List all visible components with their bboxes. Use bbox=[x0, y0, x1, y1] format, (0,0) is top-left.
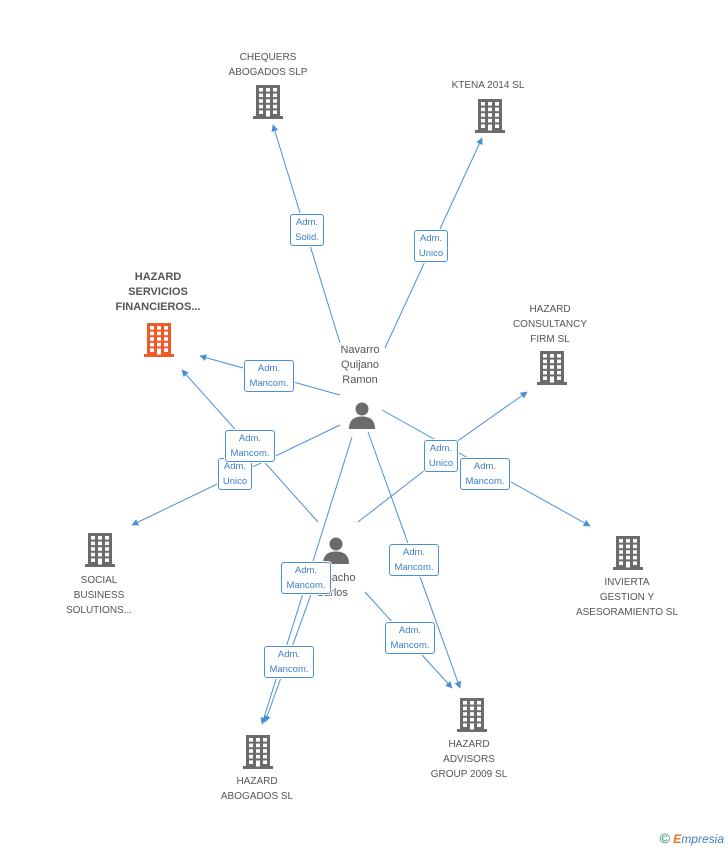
edge-label-navarro-hazard_servicios[interactable]: Adm. Mancom. bbox=[244, 360, 294, 392]
edge-label-camacho-hazard_servicios[interactable]: Adm. Mancom. bbox=[225, 430, 275, 462]
building-icon-hazard_servicios[interactable] bbox=[144, 323, 174, 362]
footer-brand[interactable]: © Empresia bbox=[660, 830, 724, 846]
company-label-chequers[interactable]: CHEQUERS ABOGADOS SLP bbox=[228, 52, 308, 78]
edge-label-navarro-chequers[interactable]: Adm. Solid. bbox=[290, 214, 324, 246]
brand-initial: E bbox=[673, 832, 682, 846]
company-label-ktena[interactable]: KTENA 2014 SL bbox=[451, 80, 525, 91]
company-label-social_business[interactable]: SOCIAL BUSINESS SOLUTIONS... bbox=[65, 575, 133, 616]
building-icon-hazard_advisors[interactable] bbox=[457, 698, 487, 737]
edge-label-navarro-invierta[interactable]: Adm. Unico bbox=[423, 440, 459, 472]
company-label-hazard_consultancy[interactable]: HAZARD CONSULTANCY FIRM SL bbox=[512, 304, 588, 345]
person-icon-navarro[interactable] bbox=[347, 400, 377, 435]
building-icon-ktena[interactable] bbox=[475, 99, 505, 138]
edge-navarro-hazard_consultancy bbox=[444, 391, 528, 451]
copyright-icon: © bbox=[659, 830, 670, 846]
edge-label-camacho-hazard_advisors[interactable]: Adm. Mancom. bbox=[385, 622, 435, 654]
edge-label-navarro-hazard_abogados[interactable]: Adm. Mancom. bbox=[281, 562, 331, 594]
company-label-invierta[interactable]: INVIERTA GESTION Y ASESORAMIENTO SL bbox=[575, 577, 679, 618]
building-icon-invierta[interactable] bbox=[613, 536, 643, 575]
building-icon-social_business[interactable] bbox=[85, 533, 115, 572]
brand-name: mpresia bbox=[681, 832, 724, 846]
building-icon-hazard_consultancy[interactable] bbox=[537, 351, 567, 390]
edge-label-navarro-hazard_consultancy[interactable]: Adm. Mancom. bbox=[460, 458, 510, 490]
company-label-hazard_abogados[interactable]: HAZARD ABOGADOS SL bbox=[220, 776, 294, 802]
company-label-hazard_servicios[interactable]: HAZARD SERVICIOS FINANCIEROS... bbox=[115, 271, 201, 313]
edge-label-navarro-ktena[interactable]: Adm. Unico bbox=[413, 230, 449, 262]
edge-label-navarro-hazard_advisors[interactable]: Adm. Mancom. bbox=[389, 544, 439, 576]
building-icon-chequers[interactable] bbox=[253, 85, 283, 124]
edge-label-navarro-social_business[interactable]: Adm. Unico bbox=[217, 458, 253, 490]
person-label-navarro[interactable]: Navarro Quijano Ramon bbox=[340, 344, 380, 386]
building-icon-hazard_abogados[interactable] bbox=[243, 735, 273, 774]
person-icon-camacho[interactable] bbox=[321, 535, 351, 570]
edge-label-camacho-hazard_abogados[interactable]: Adm. Mancom. bbox=[264, 646, 314, 678]
company-label-hazard_advisors[interactable]: HAZARD ADVISORS GROUP 2009 SL bbox=[430, 739, 508, 780]
